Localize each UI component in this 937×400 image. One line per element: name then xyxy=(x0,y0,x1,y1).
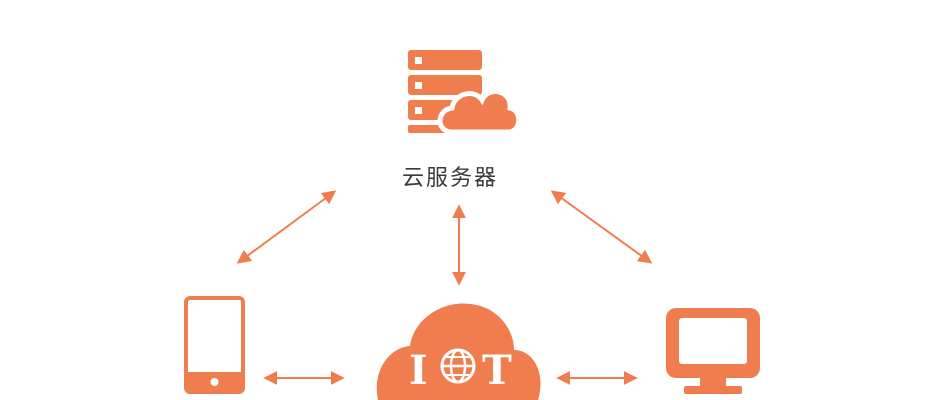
server-label: 云服务器 xyxy=(402,166,499,191)
iot-letter-t: T xyxy=(482,347,512,394)
arrow-server-to-monitor xyxy=(550,190,653,264)
arrow-server-to-tablet xyxy=(236,190,337,264)
iot-cloud-icon: I T xyxy=(376,303,541,400)
iot-letter-i: I xyxy=(409,347,428,394)
monitor-icon xyxy=(666,308,760,394)
globe-icon xyxy=(440,348,476,384)
server-cloud-icon xyxy=(408,50,522,135)
tablet-icon xyxy=(184,296,245,394)
